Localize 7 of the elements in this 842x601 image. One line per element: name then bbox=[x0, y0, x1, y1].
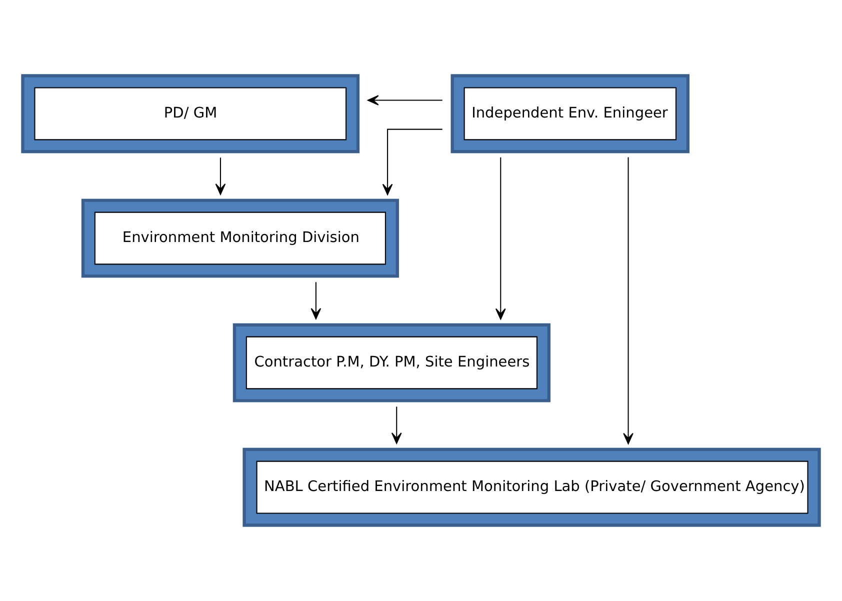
arrow bbox=[367, 95, 442, 106]
arrow bbox=[391, 406, 402, 444]
arrow bbox=[623, 157, 634, 444]
arrow bbox=[215, 158, 226, 195]
arrow bbox=[310, 282, 322, 320]
arrow bbox=[495, 157, 506, 320]
arrow bbox=[382, 128, 442, 196]
